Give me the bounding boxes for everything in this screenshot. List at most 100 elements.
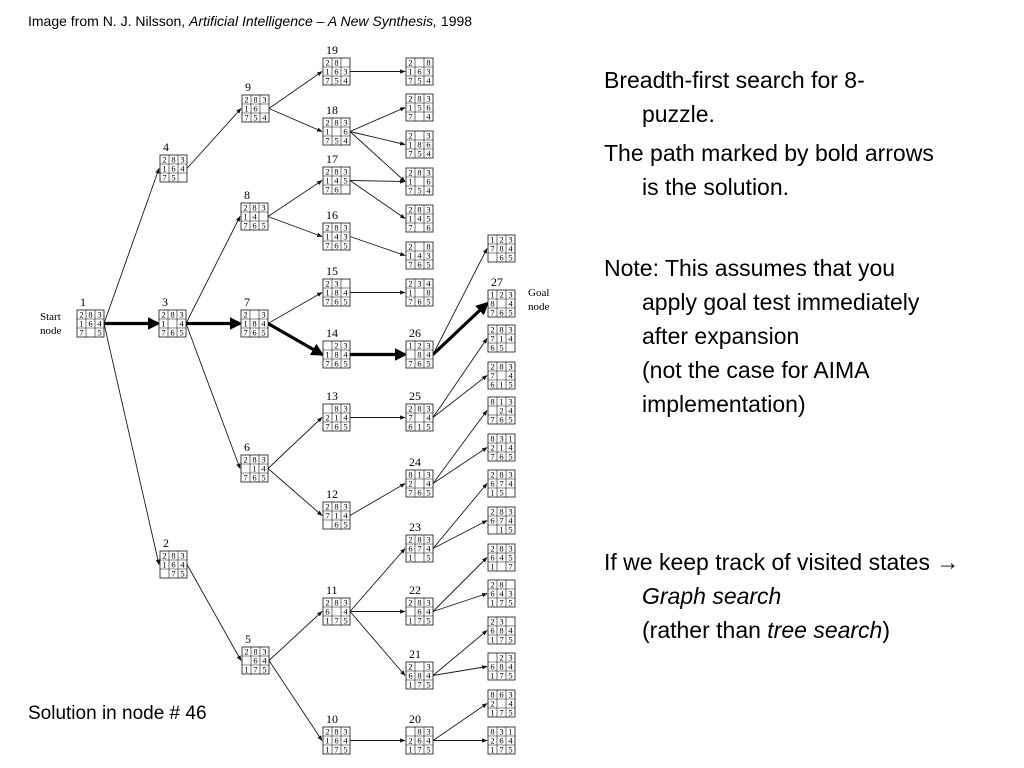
tile: 7 [408,223,412,233]
tile: 5 [261,221,265,231]
tile: 6 [408,671,412,681]
tile: 1 [325,127,329,137]
tile: 3 [426,251,430,261]
tree-arrow [349,548,406,612]
tile: 5 [343,520,347,530]
tile: 3 [426,168,430,178]
tile: 2 [490,443,494,453]
tile: 2 [244,647,248,657]
puzzle-board [240,309,269,338]
tile: 2 [408,58,412,68]
tile: 8 [499,244,503,254]
tile: 6 [490,479,494,489]
tile: 4 [426,186,431,196]
tile: 2 [499,290,503,300]
tile: 1 [408,553,412,563]
tile: 1 [408,177,412,187]
tile: 2 [408,662,412,672]
puzzle-board [405,204,434,233]
tile: 2 [490,736,494,746]
tile: 2 [490,617,494,627]
tile: 4 [508,443,513,453]
tile: 5 [508,415,512,425]
tile: 7 [499,479,503,489]
tile: 8 [334,288,338,298]
tile: 7 [334,745,338,755]
puzzle-board [405,661,434,690]
goal-node-label-line1: Goal [528,287,549,299]
tile: 3 [499,617,503,627]
tile: 4 [426,279,431,289]
node-number: 17 [326,152,338,166]
node-number: 10 [326,712,338,726]
tile: 7 [253,665,257,675]
tile: 3 [97,310,101,320]
tile: 4 [508,334,513,344]
tile: 4 [508,662,513,672]
tile: 8 [417,205,421,215]
tile: 3 [179,310,183,320]
tile: 2 [490,470,494,480]
tree-arrow [185,323,241,470]
tile: 5 [417,186,421,196]
puzzle-board [159,550,188,579]
tile: 6 [334,736,338,746]
tile: 7 [499,516,503,526]
tile: 7 [508,562,512,572]
tile: 1 [244,665,248,675]
node-number: 18 [326,103,338,117]
tile: 5 [343,616,347,626]
tree-arrow [186,564,242,661]
tile: 6 [426,223,430,233]
tile: 6 [490,516,494,526]
right-arrow-icon: → [936,549,960,575]
tile: 1 [408,616,412,626]
puzzle-board [405,93,434,122]
start-node-label-line1: Start [40,311,61,323]
tile: 5 [426,297,430,307]
tile: 6 [490,380,494,390]
tile: 6 [334,297,338,307]
tile: 1 [499,443,503,453]
note-goal-test-text: Note: This assumes that you apply goal t… [604,255,920,349]
tile: 5 [426,745,430,755]
tile: 6 [252,221,256,231]
node-number: 24 [409,455,421,469]
tile: 7 [490,452,494,462]
tile: 6 [499,736,503,746]
tree-arrow [268,660,323,741]
tile: 3 [426,205,430,215]
tile: 8 [417,671,421,681]
tile: 4 [508,736,513,746]
tile: 2 [499,653,503,663]
tile: 8 [170,310,174,320]
tile: 3 [343,598,347,608]
tile: 4 [261,319,266,329]
tile: 8 [490,690,494,700]
tile: 6 [426,177,430,187]
tree-arrow [185,216,241,324]
tile: 7 [408,76,412,86]
tile: 2 [162,551,166,561]
credit-book-title: Artificial Intelligence – A New Synthesi… [189,13,438,29]
tile: 4 [417,214,422,224]
tree-arrow [432,375,488,418]
tree-arrow [432,665,488,676]
node-number: 9 [245,80,251,94]
tile: 4 [343,288,348,298]
tile: 4 [179,319,184,329]
tile: 5 [508,525,512,535]
tile: 5 [261,473,265,483]
